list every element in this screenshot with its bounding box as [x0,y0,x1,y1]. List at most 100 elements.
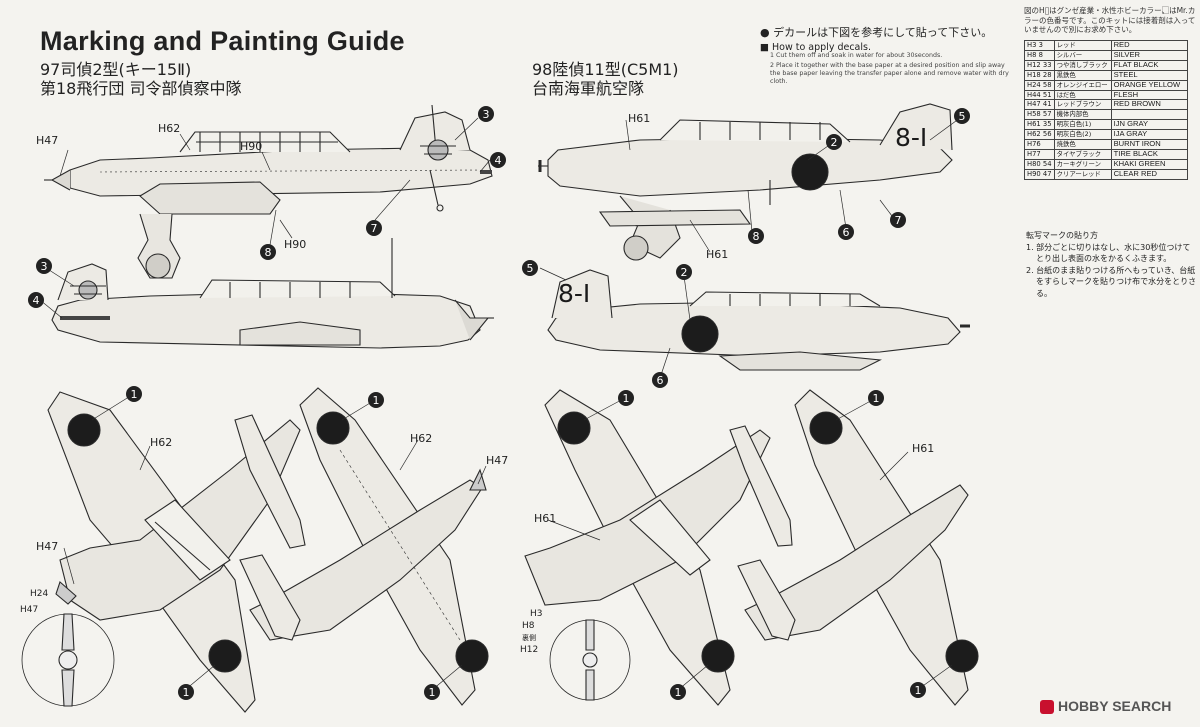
c5m-plan-view-bottom [737,389,979,706]
tail-code-side-2: 8-I [558,279,590,308]
how-to-step-1: 1 Cut them off and soak in water for abo… [770,52,943,59]
paint-jp-cell: クリアーレッド [1053,168,1112,180]
label-h3: H3 [530,609,543,619]
paint-code-cell: H47 41 [1024,99,1055,111]
callout-5-a: 5 [954,108,970,124]
c5m-side-view-right [547,269,970,371]
label-h61-d: H61 [912,442,934,455]
brand-watermark: HOBBY SEARCH [1058,698,1172,714]
svg-text:2: 2 [831,136,838,149]
callout-2-a: 2 [826,134,842,150]
transfer-title: 転写マークの貼り方 [1026,231,1098,240]
tail-code-side-1: 8-I [895,123,927,152]
callout-1-b: 1 [178,684,194,700]
paint-code-cell: H12 33 [1024,59,1055,71]
color-labels: H47 H62 H90 H90 H61 H61 H62 H62 H47 H47 … [36,112,934,553]
paint-code-cell: H80 54 [1024,158,1055,170]
propeller-labels: H24 H47 H3 H8 裏側 H12 [20,589,543,655]
paint-jp-cell: はだ色 [1053,89,1112,101]
left-aircraft-unit: 第18飛行団 司令部偵察中隊 [40,79,242,98]
c5m-propeller-detail [549,619,631,701]
paint-jp-cell: シルバー [1053,49,1112,61]
left-aircraft-type: 97司偵2型(キー15Ⅱ) [40,60,192,79]
svg-text:7: 7 [895,214,902,227]
svg-text:2: 2 [681,266,688,279]
ki15-side-view-left [44,104,493,279]
paint-en-cell: ORANGE YELLOW [1110,79,1189,91]
svg-text:7: 7 [371,222,378,235]
svg-text:1: 1 [373,394,380,407]
paint-jp-cell: 明灰白色(1) [1053,119,1112,131]
label-h47-b: H47 [486,454,508,467]
paint-en-cell: TIRE BLACK [1110,148,1189,160]
paint-en-cell: BURNT IRON [1110,139,1189,150]
brand-logo-icon [1040,700,1054,714]
ki15-side-view-right [51,238,494,349]
paint-en-cell: STEEL [1110,69,1189,81]
svg-text:4: 4 [495,154,502,167]
paint-jp-cell: レッドブラウン [1053,99,1112,111]
svg-text:6: 6 [843,226,850,239]
callout-8-b: 8 [748,228,764,244]
label-h62-a: H62 [158,122,180,135]
right-aircraft-type: 98陸偵11型(C5M1) [532,60,679,79]
ki15-plan-view-bottom [239,387,489,706]
svg-text:8: 8 [753,230,760,243]
callouts: 3 4 7 8 3 4 2 5 7 6 8 5 2 6 1 1 1 1 1 1 … [28,106,970,700]
paint-code-cell: H77 [1024,148,1055,160]
c5m-side-view-left [538,103,953,261]
transfer-instructions: 転写マークの貼り方 1. 部分ごとに切りはなし、水に30秒位つけてとり出し表面の… [1026,230,1198,300]
decal-notice: ● デカールは下図を参考にして貼って下さい。 [760,26,993,39]
label-h61-c: H61 [534,512,556,525]
paint-jp-cell: タイヤブラック [1053,148,1112,160]
paint-jp-cell: カーキグリーン [1053,158,1112,170]
paint-en-cell: SILVER [1110,49,1189,61]
svg-text:1: 1 [873,392,880,405]
label-h24: H24 [30,589,48,599]
paint-code-cell: H18 28 [1024,69,1055,81]
label-h47-d: H47 [20,605,38,615]
paint-jp-cell: 焼鉄色 [1053,139,1112,150]
callout-1-h: 1 [910,682,926,698]
ki15-plan-view-top [47,391,306,713]
svg-text:1: 1 [131,388,138,401]
svg-text:1: 1 [429,686,436,699]
paint-code-cell: H3 3 [1024,40,1055,51]
paint-en-cell: IJN GRAY [1110,119,1189,131]
paint-jp-cell: 明灰白色(2) [1053,129,1112,141]
callout-3-a: 3 [478,106,494,122]
callout-1-f: 1 [670,684,686,700]
svg-text:1: 1 [675,686,682,699]
legend-note: 図のH⃞はグンゼ産業・水性ホビーカラー、⃞はMr.カラーの色番号です。このキット… [1024,6,1196,34]
svg-text:4: 4 [33,294,40,307]
paint-en-cell: IJA GRAY [1110,129,1189,141]
svg-text:1: 1 [183,686,190,699]
how-to-step-2: 2 Place it together with the base paper … [770,62,1009,86]
callout-1-d: 1 [424,684,440,700]
transfer-step-1: 1. 部分ごとに切りはなし、水に30秒位つけてとり出し表面の水をかるくふきます。 [1026,242,1191,264]
label-h12: H12 [520,645,538,655]
paint-en-cell: CLEAR RED [1110,168,1189,180]
callout-2-b: 2 [676,264,692,280]
label-h61-b: H61 [706,248,728,261]
callout-1-a: 1 [126,386,142,402]
svg-text:6: 6 [657,374,664,387]
paint-en-cell: KHAKI GREEN [1110,158,1189,170]
paint-code-cell: H24 58 [1024,79,1055,91]
svg-text:1: 1 [623,392,630,405]
svg-text:5: 5 [527,262,534,275]
svg-text:5: 5 [959,110,966,123]
svg-text:3: 3 [41,260,48,273]
paint-code-cell: H58 57 [1024,109,1055,121]
label-h62-c: H62 [410,432,432,445]
